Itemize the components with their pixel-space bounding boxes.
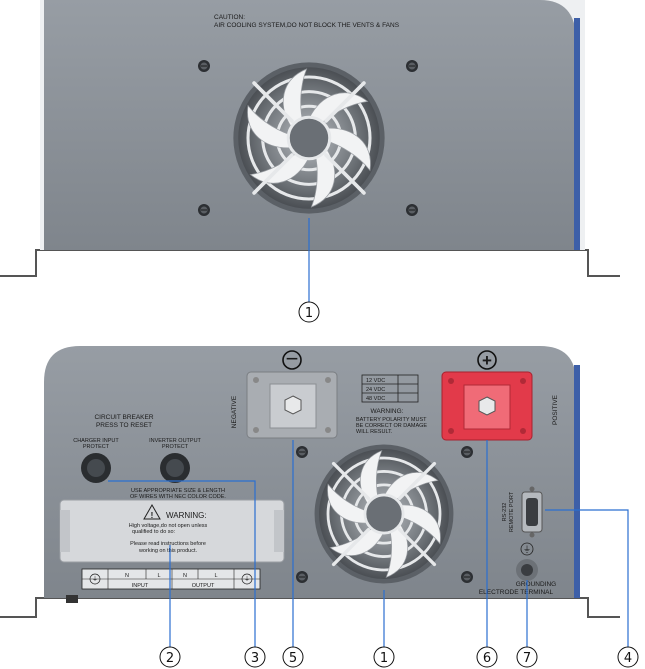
ground-symbol-icon-glyph: ⏚ <box>523 545 531 554</box>
caution-line2: AIR COOLING SYSTEM,DO NOT BLOCK THE VENT… <box>214 22 400 29</box>
negative-label: NEGATIVE <box>231 395 238 428</box>
top-fan-screw-bl <box>197 203 211 217</box>
top-fan-screw-br <box>405 203 419 217</box>
svg-text:1: 1 <box>380 651 388 666</box>
ground-symbol-icon-glyph: ⏚ <box>92 576 98 583</box>
top-panel: CAUTION: AIR COOLING SYSTEM,DO NOT BLOCK… <box>0 0 620 323</box>
wire-note-1: USE APPROPRIATE SIZE & LENGTH <box>131 488 225 494</box>
hv-warning-line-4: Please read instructions before <box>130 541 206 547</box>
hv-warning-line-2: qualified to do so: <box>132 529 176 535</box>
bottom-ground-stud <box>66 595 78 603</box>
svg-text:3: 3 <box>251 651 259 666</box>
hv-warning-line-5: working on this product. <box>138 548 198 554</box>
bottom-fan-screw-tr <box>460 445 474 459</box>
callout-4: 4 <box>617 646 639 668</box>
callout-6: 6 <box>476 646 498 668</box>
warning-triangle-icon: ! <box>151 511 154 520</box>
breaker-title-1: CIRCUIT BREAKER <box>94 414 153 421</box>
svg-text:4: 4 <box>624 651 632 666</box>
rs232-label-2: REMOTE PORT <box>509 491 515 532</box>
bottom-panel: − NEGATIVE 12 VDC 24 VDC 48 VDC WARNING:… <box>0 346 620 618</box>
bottom-fan <box>312 442 456 586</box>
callout-7: 7 <box>516 646 538 668</box>
voltage-12: 12 VDC <box>366 378 385 384</box>
bottom-fan-screw-bl <box>295 570 309 584</box>
caution-line1: CAUTION: <box>214 14 245 21</box>
ground-symbol-icon-glyph: ⏚ <box>244 576 250 583</box>
negative-symbol-ring <box>282 350 302 370</box>
callout-3: 3 <box>244 646 266 668</box>
wire-note-2: OF WIRES WITH NEC COLOR CODE. <box>130 494 226 500</box>
terminal-n2: N <box>183 573 187 579</box>
hv-warning-title: WARNING: <box>166 511 207 520</box>
top-fan-screw-tr <box>405 59 419 73</box>
positive-symbol: + <box>482 351 492 370</box>
hv-warning-line-1: High voltage,do not open unless <box>129 523 208 529</box>
callout-5: 5 <box>282 646 304 668</box>
terminal-output: OUTPUT <box>192 583 215 589</box>
terminal-l1: L <box>157 573 160 579</box>
top-callout-circle <box>298 301 320 323</box>
ground-symbol-icon <box>89 573 101 585</box>
grounding-label-2: ELECTRODE TERMINAL <box>479 589 554 596</box>
top-callout-number: 1 <box>305 306 313 321</box>
callout-1-bottom: 1 <box>373 646 395 668</box>
svg-text:WARNING:: WARNING: <box>371 408 404 415</box>
callout-lines <box>108 440 629 647</box>
grounding-terminal[interactable] <box>516 559 538 581</box>
top-fan-screw-tl <box>197 59 211 73</box>
svg-text:5: 5 <box>289 651 297 666</box>
ground-symbol-icon <box>520 542 534 556</box>
voltage-table: 12 VDC 24 VDC 48 VDC <box>361 374 419 403</box>
charger-protect-2: PROTECT <box>83 444 110 450</box>
voltage-48: 48 VDC <box>366 396 385 402</box>
terminal-n1: N <box>125 573 129 579</box>
top-panel-side-edge <box>574 18 580 250</box>
svg-text:BE CORRECT OR DAMAGE: BE CORRECT OR DAMAGE <box>356 423 427 429</box>
top-mounting-feet <box>0 249 620 277</box>
charger-protect-1: CHARGER INPUT <box>73 438 119 444</box>
ground-symbol-icon <box>241 573 253 585</box>
hv-warning-plate: ! WARNING: High voltage,do not open unle… <box>59 499 285 563</box>
svg-text:2: 2 <box>166 651 174 666</box>
callout-line-3 <box>108 480 256 647</box>
positive-label: POSITIVE <box>552 394 559 425</box>
charger-breaker-button[interactable] <box>81 453 111 483</box>
bottom-fan-screw-tl <box>295 445 309 459</box>
callout-line-4 <box>545 509 629 647</box>
terminal-l2: L <box>214 573 217 579</box>
positive-terminal[interactable] <box>441 371 533 441</box>
inverter-protect-2: PROTECT <box>162 444 189 450</box>
rs232-label-1: RS-232 <box>502 503 508 522</box>
svg-text:6: 6 <box>483 651 491 666</box>
svg-text:WILL RESULT.: WILL RESULT. <box>356 429 393 435</box>
polarity-warning: WARNING: BATTERY POLARITY MUST BE CORREC… <box>356 408 427 435</box>
bottom-panel-side-edge <box>574 365 580 598</box>
rs232-port[interactable] <box>521 486 543 538</box>
bottom-fan-screw-br <box>460 570 474 584</box>
terminal-input: INPUT <box>132 583 149 589</box>
callout-2: 2 <box>159 646 181 668</box>
voltage-24: 24 VDC <box>366 387 385 393</box>
negative-terminal[interactable] <box>246 371 338 439</box>
ac-terminal-strip: ⏚ ⏚ N L N L INPUT OUTPUT <box>81 568 261 590</box>
top-fan <box>231 60 387 216</box>
svg-text:7: 7 <box>523 651 531 666</box>
inverter-protect-1: INVERTER OUTPUT <box>149 438 201 444</box>
grounding-label-1: GROUNDING <box>516 581 556 588</box>
inverter-breaker-button[interactable] <box>160 453 190 483</box>
breaker-title-2: PRESS TO RESET <box>96 422 152 429</box>
positive-symbol-ring <box>477 350 497 370</box>
svg-text:BATTERY POLARITY MUST: BATTERY POLARITY MUST <box>356 417 427 423</box>
